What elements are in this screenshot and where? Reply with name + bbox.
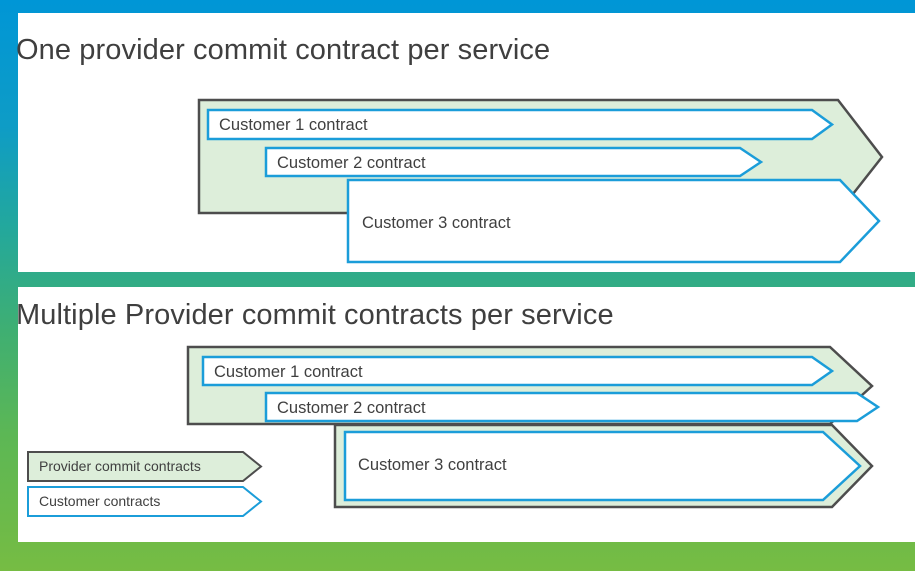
legend-label-customer: Customer contracts: [39, 493, 160, 509]
diagram-one-provider: Customer 1 contract Customer 2 contract …: [197, 98, 884, 264]
customer-2-contract-arrow[interactable]: [264, 391, 881, 423]
customer-2-contract-label: Customer 2 contract: [277, 399, 426, 417]
customer-3-contract-arrow[interactable]: [343, 430, 862, 502]
panel-title-one-provider: One provider commit contract per service: [16, 34, 551, 66]
customer-3-contract-arrow[interactable]: [346, 178, 881, 264]
customer-1-contract-label: Customer 1 contract: [214, 363, 363, 381]
customer-2-contract-label: Customer 2 contract: [277, 154, 426, 172]
customer-3-contract-label: Customer 3 contract: [358, 456, 507, 474]
customer-3-contract-label: Customer 3 contract: [362, 214, 511, 232]
diagram-multiple-providers: Customer 1 contract Customer 2 contract …: [186, 345, 881, 509]
customer-2-contract-arrow[interactable]: [264, 146, 764, 178]
customer-1-contract-arrow[interactable]: [201, 355, 835, 387]
legend-swatch-provider[interactable]: [27, 451, 263, 482]
customer-1-contract-arrow[interactable]: [206, 108, 835, 141]
legend-swatch-customer[interactable]: [27, 486, 263, 517]
panel-title-multiple-providers: Multiple Provider commit contracts per s…: [16, 299, 614, 331]
customer-1-contract-label: Customer 1 contract: [219, 116, 368, 134]
legend: Provider commit contracts Customer contr…: [27, 451, 263, 517]
legend-label-provider: Provider commit contracts: [39, 458, 201, 474]
